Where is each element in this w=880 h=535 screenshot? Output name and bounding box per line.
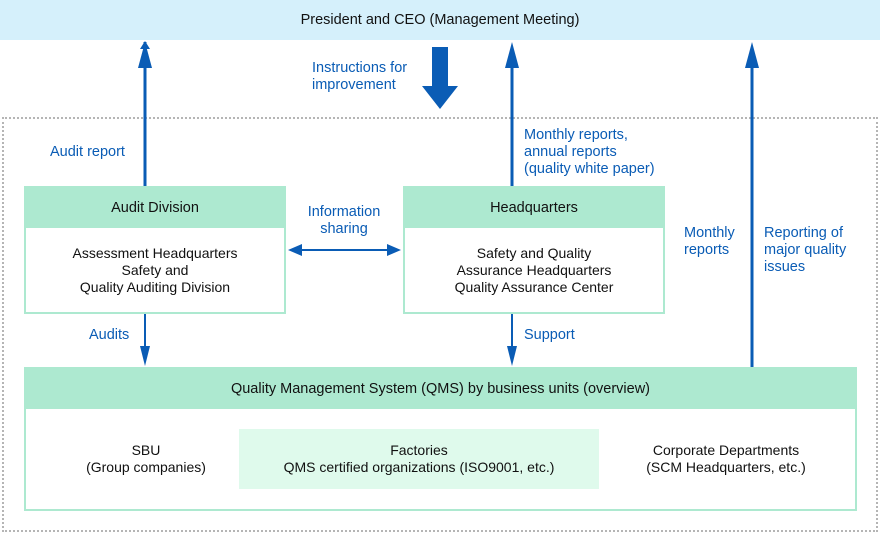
audit-division-title: Audit Division	[26, 188, 284, 228]
qms-box: Quality Management System (QMS) by busin…	[24, 367, 857, 511]
headquarters-box: Headquarters Safety and Quality Assuranc…	[403, 186, 665, 314]
president-ceo-bar: President and CEO (Management Meeting)	[0, 0, 880, 40]
organization-boundary	[2, 117, 878, 532]
headquarters-body: Safety and Quality Assurance Headquarter…	[454, 244, 614, 295]
instructions-label: Instructions for improvement	[312, 60, 408, 93]
audit-division-body: Assessment Headquarters Safety and Quali…	[72, 244, 238, 295]
major-issues-arrow	[745, 42, 759, 367]
audit-report-arrow	[138, 41, 152, 186]
qms-title: Quality Management System (QMS) by busin…	[26, 369, 855, 409]
factories-box: Factories QMS certified organizations (I…	[239, 429, 599, 489]
audit-division-box: Audit Division Assessment Headquarters S…	[24, 186, 286, 314]
president-ceo-title: President and CEO (Management Meeting)	[300, 12, 580, 28]
monthly-annual-reports-arrow	[505, 42, 519, 186]
headquarters-title: Headquarters	[405, 188, 663, 228]
audits-label: Audits	[89, 327, 130, 343]
sbu-text: SBU (Group companies)	[86, 442, 206, 475]
information-sharing-label: Information sharing	[307, 204, 381, 237]
audit-report-label: Audit report	[50, 144, 125, 160]
monthly-annual-reports-label: Monthly reports, annual reports (quality…	[524, 127, 655, 177]
major-issues-label: Reporting of major quality issues	[764, 225, 847, 275]
support-label: Support	[524, 327, 575, 343]
monthly-reports-label: Monthly reports	[684, 225, 735, 258]
information-sharing-arrow	[288, 244, 401, 256]
support-arrow	[507, 314, 517, 366]
corporate-departments-text: Corporate Departments (SCM Headquarters,…	[646, 442, 806, 475]
audits-arrow	[140, 314, 150, 366]
instructions-arrow	[422, 47, 458, 109]
